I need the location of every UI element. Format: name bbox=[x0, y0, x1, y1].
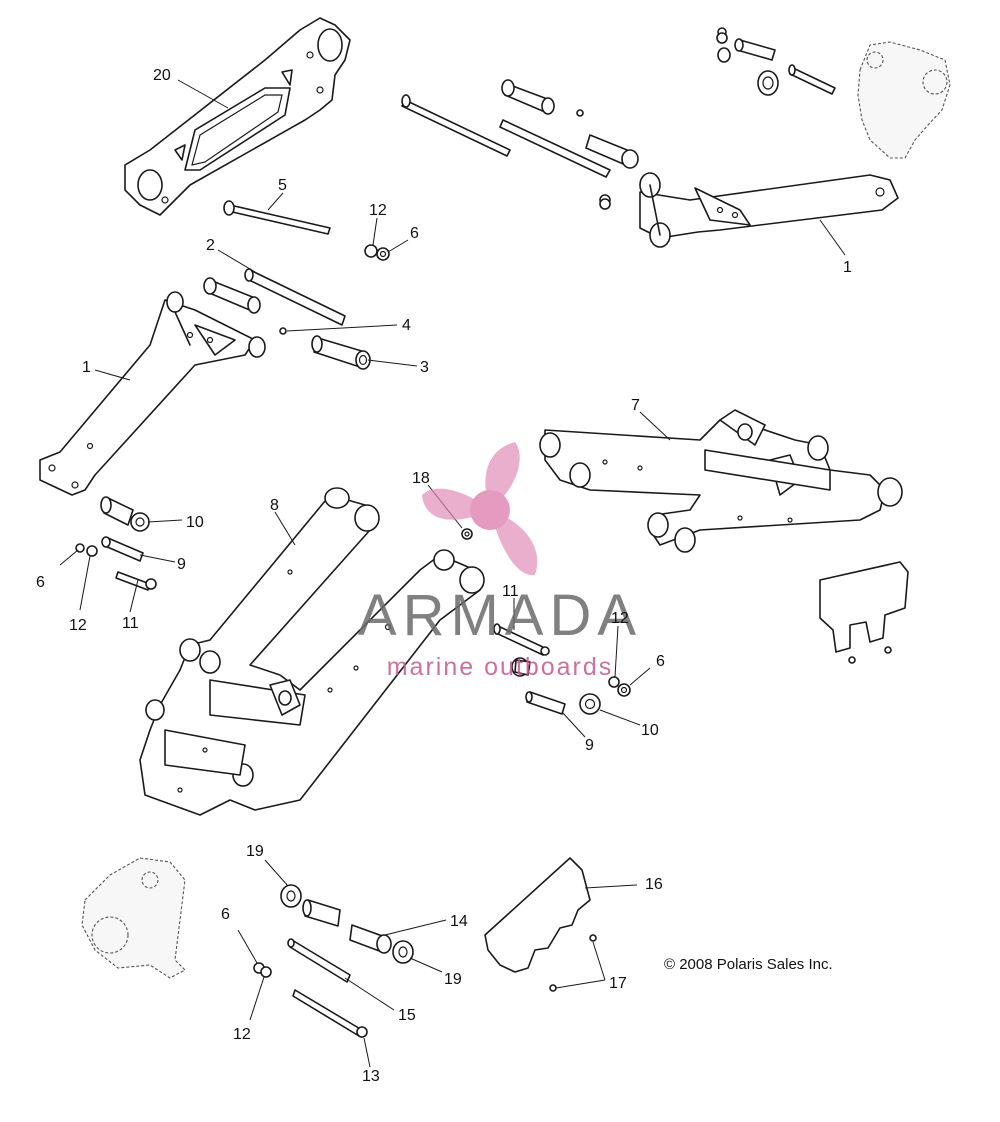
callout-14: 14 bbox=[450, 913, 468, 930]
callout-20: 20 bbox=[153, 67, 171, 84]
callout-19-top: 19 bbox=[246, 843, 264, 860]
callout-1-right: 1 bbox=[843, 259, 852, 276]
prop-hub bbox=[470, 490, 510, 530]
bottom-pin-cluster bbox=[253, 884, 414, 1038]
part-3-bushing bbox=[311, 335, 371, 370]
watermark: ARMADA marine outboards bbox=[358, 442, 642, 681]
part-8-frame bbox=[139, 487, 485, 816]
callout-15: 15 bbox=[398, 1007, 416, 1024]
callout-3: 3 bbox=[420, 359, 429, 376]
part-1-upper-arm bbox=[639, 172, 899, 248]
top-right-hardware bbox=[716, 27, 836, 96]
callout-labels: 20 5 12 6 2 4 3 1 1 7 8 18 10 9 6 12 11 … bbox=[36, 67, 852, 1085]
part-7-frame bbox=[539, 409, 903, 553]
callout-10-left: 10 bbox=[186, 514, 204, 531]
callout-12-bottom: 12 bbox=[233, 1026, 251, 1043]
part-4-fitting bbox=[279, 327, 287, 335]
center-right-cluster bbox=[493, 623, 631, 715]
leader-lines bbox=[59, 79, 846, 1068]
part-2-tube bbox=[244, 268, 346, 326]
callout-17: 17 bbox=[609, 975, 627, 992]
callout-8: 8 bbox=[270, 497, 279, 514]
callout-13: 13 bbox=[362, 1068, 380, 1085]
callout-12-center: 12 bbox=[611, 610, 629, 627]
callout-6: 6 bbox=[410, 225, 419, 242]
callout-12-left: 12 bbox=[69, 617, 87, 634]
callout-12: 12 bbox=[369, 202, 387, 219]
callout-10-center: 10 bbox=[641, 722, 659, 739]
watermark-tagline: marine outboards bbox=[387, 653, 614, 681]
ghost-knuckle-top bbox=[857, 41, 951, 159]
right-plate bbox=[819, 561, 909, 664]
part-5-pin bbox=[223, 200, 331, 235]
copyright-text: © 2008 Polaris Sales Inc. bbox=[664, 956, 833, 973]
callout-6-left: 6 bbox=[36, 574, 45, 591]
part-1-lower-arm bbox=[39, 291, 266, 496]
callout-18: 18 bbox=[412, 470, 430, 487]
callout-19-bottom: 19 bbox=[444, 971, 462, 988]
callout-4: 4 bbox=[402, 317, 411, 334]
callout-7: 7 bbox=[631, 397, 640, 414]
part-18-fitting bbox=[461, 528, 473, 540]
callout-16: 16 bbox=[645, 876, 663, 893]
propeller-logo bbox=[422, 442, 538, 576]
watermark-brand: ARMADA bbox=[358, 583, 642, 648]
part-16-guard bbox=[484, 857, 597, 992]
washer-nut-upper bbox=[364, 244, 390, 261]
callout-2: 2 bbox=[206, 237, 215, 254]
bushing-upper-left bbox=[203, 277, 261, 314]
ghost-knuckle-bottom bbox=[81, 857, 186, 979]
callout-9-center: 9 bbox=[585, 737, 594, 754]
callout-9-left: 9 bbox=[177, 556, 186, 573]
callout-5: 5 bbox=[278, 177, 287, 194]
part-20-mount-plate bbox=[124, 17, 351, 216]
prop-blade-2 bbox=[490, 510, 538, 576]
left-bushing-cluster bbox=[75, 496, 157, 591]
callout-6-center: 6 bbox=[656, 653, 665, 670]
callout-11-center: 11 bbox=[502, 583, 519, 600]
callout-11-left: 11 bbox=[122, 615, 139, 632]
top-pin-assembly bbox=[401, 79, 639, 210]
callout-6-bottom: 6 bbox=[221, 906, 230, 923]
callout-1-left: 1 bbox=[82, 359, 91, 376]
